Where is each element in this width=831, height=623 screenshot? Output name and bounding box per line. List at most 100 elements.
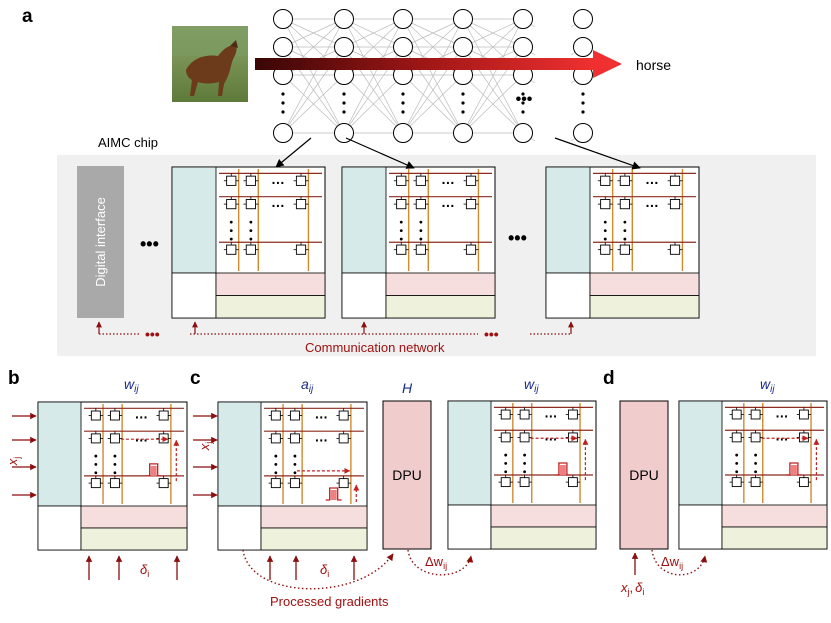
memory-cell xyxy=(519,432,530,443)
nn-vertical-dot xyxy=(521,92,525,96)
crossbar-vertical-dot xyxy=(523,470,526,474)
nn-neuron xyxy=(334,123,354,143)
nn-neuron xyxy=(513,123,533,143)
nn-neuron xyxy=(273,9,293,29)
crossbar-ellipsis: … xyxy=(645,171,659,187)
memory-cell xyxy=(731,409,742,420)
nn-vertical-dot xyxy=(461,110,465,114)
crossbar-vertical-dot xyxy=(274,471,278,475)
tile-input-periphery xyxy=(447,400,492,506)
nn-vertical-dot xyxy=(281,110,285,114)
crossbar-ellipsis: … xyxy=(315,407,329,422)
nn-neuron xyxy=(453,37,473,57)
inference-arrow xyxy=(255,50,622,78)
crossbar-ellipsis: … xyxy=(775,406,788,421)
crossbar-ellipsis: … xyxy=(135,429,149,444)
crossbar-vertical-dot xyxy=(623,220,627,224)
memory-cell xyxy=(226,244,237,255)
processed-gradients-arrow xyxy=(242,549,394,590)
memory-cell xyxy=(669,175,681,186)
crossbar-ellipsis: … xyxy=(645,194,659,210)
crossbar-vertical-dot xyxy=(293,471,297,475)
memory-cell xyxy=(519,409,530,420)
pulse-icon xyxy=(785,462,802,476)
memory-cell xyxy=(245,199,256,210)
panel-label-d: d xyxy=(603,368,615,389)
tile-adc-block xyxy=(490,526,597,550)
nn-neuron xyxy=(273,123,293,143)
dpu-c-label: DPU xyxy=(392,467,422,483)
memory-cell xyxy=(465,244,477,255)
memory-cell xyxy=(415,199,426,210)
dpu-c xyxy=(382,400,432,550)
memory-cell xyxy=(669,199,681,210)
tile-corner-block xyxy=(171,272,217,319)
crossbar-vertical-dot xyxy=(249,220,253,224)
tile-d: …… xyxy=(678,400,828,550)
crossbar-vertical-dot xyxy=(94,454,98,458)
tile-c-weights: …… xyxy=(447,400,597,550)
pulse-icon xyxy=(554,462,571,476)
crossbar-ellipsis: … xyxy=(775,428,788,443)
memory-cell xyxy=(619,175,630,186)
label-w-c: wij xyxy=(524,376,539,395)
memory-cell xyxy=(90,478,101,489)
memory-cell xyxy=(750,477,761,488)
crossbar-vertical-dot xyxy=(523,453,526,457)
crossbar-vertical-dot xyxy=(754,462,757,465)
crossbar-vertical-dot xyxy=(523,462,526,465)
nn-connection xyxy=(282,74,345,134)
crossbar-vertical-dot xyxy=(94,471,98,475)
tile-corner-block xyxy=(217,505,262,551)
memory-cell xyxy=(158,433,169,444)
memory-cell xyxy=(619,244,630,255)
chip-tiles: ……………… xyxy=(171,166,700,319)
digital-interface-label: Digital interface xyxy=(93,197,108,287)
crossbar-vertical-dot xyxy=(735,453,739,457)
pulse-fill xyxy=(330,490,337,500)
nn-vertical-dot xyxy=(401,92,405,96)
nn-connection xyxy=(282,18,345,134)
crossbar-vertical-dot xyxy=(229,229,233,233)
crossbar-vertical-dot xyxy=(603,220,607,224)
nn-neuron xyxy=(393,123,413,143)
input-arrows-b xyxy=(12,412,37,499)
error-arrows-b xyxy=(85,555,181,580)
memory-cell xyxy=(295,199,307,210)
nn-vertical-dot xyxy=(342,101,346,105)
crossbar-vertical-dot xyxy=(399,237,403,241)
memory-cell xyxy=(731,477,742,488)
tile-output-periphery xyxy=(721,504,828,528)
tile-input-periphery xyxy=(217,401,262,507)
nn-vertical-dot xyxy=(521,110,525,114)
crossbar-vertical-dot xyxy=(113,463,117,466)
tile-c-activations: …… xyxy=(217,401,368,551)
nn-vertical-dot xyxy=(281,92,285,96)
memory-cell xyxy=(731,432,742,443)
label-H: H xyxy=(402,380,413,396)
memory-cell xyxy=(295,175,307,186)
tile-input-periphery xyxy=(341,166,387,274)
nn-neuron xyxy=(513,37,533,57)
memory-cell xyxy=(798,477,809,488)
memory-cell xyxy=(338,433,349,444)
nn-neuron xyxy=(393,37,413,57)
processed-gradients-label: Processed gradients xyxy=(270,594,389,609)
pulse-fill xyxy=(559,464,566,475)
memory-cell xyxy=(415,244,426,255)
tile-output-periphery xyxy=(260,505,368,529)
crossbar-vertical-dot xyxy=(249,237,253,241)
nn-vertical-dot xyxy=(581,92,585,96)
crossbar-vertical-dot xyxy=(504,470,508,474)
nn-connection xyxy=(402,18,464,134)
nn-neuron xyxy=(393,9,413,29)
label-delta-w-c: Δwij xyxy=(425,554,447,571)
memory-cell xyxy=(338,410,349,421)
nn-vertical-dot xyxy=(461,92,465,96)
nn-neuron xyxy=(513,9,533,29)
nn-connection xyxy=(462,18,524,48)
communication-network: ••• ••• xyxy=(96,321,574,342)
crossbar-vertical-dot xyxy=(274,454,278,458)
crossbar-vertical-dot xyxy=(399,220,403,224)
